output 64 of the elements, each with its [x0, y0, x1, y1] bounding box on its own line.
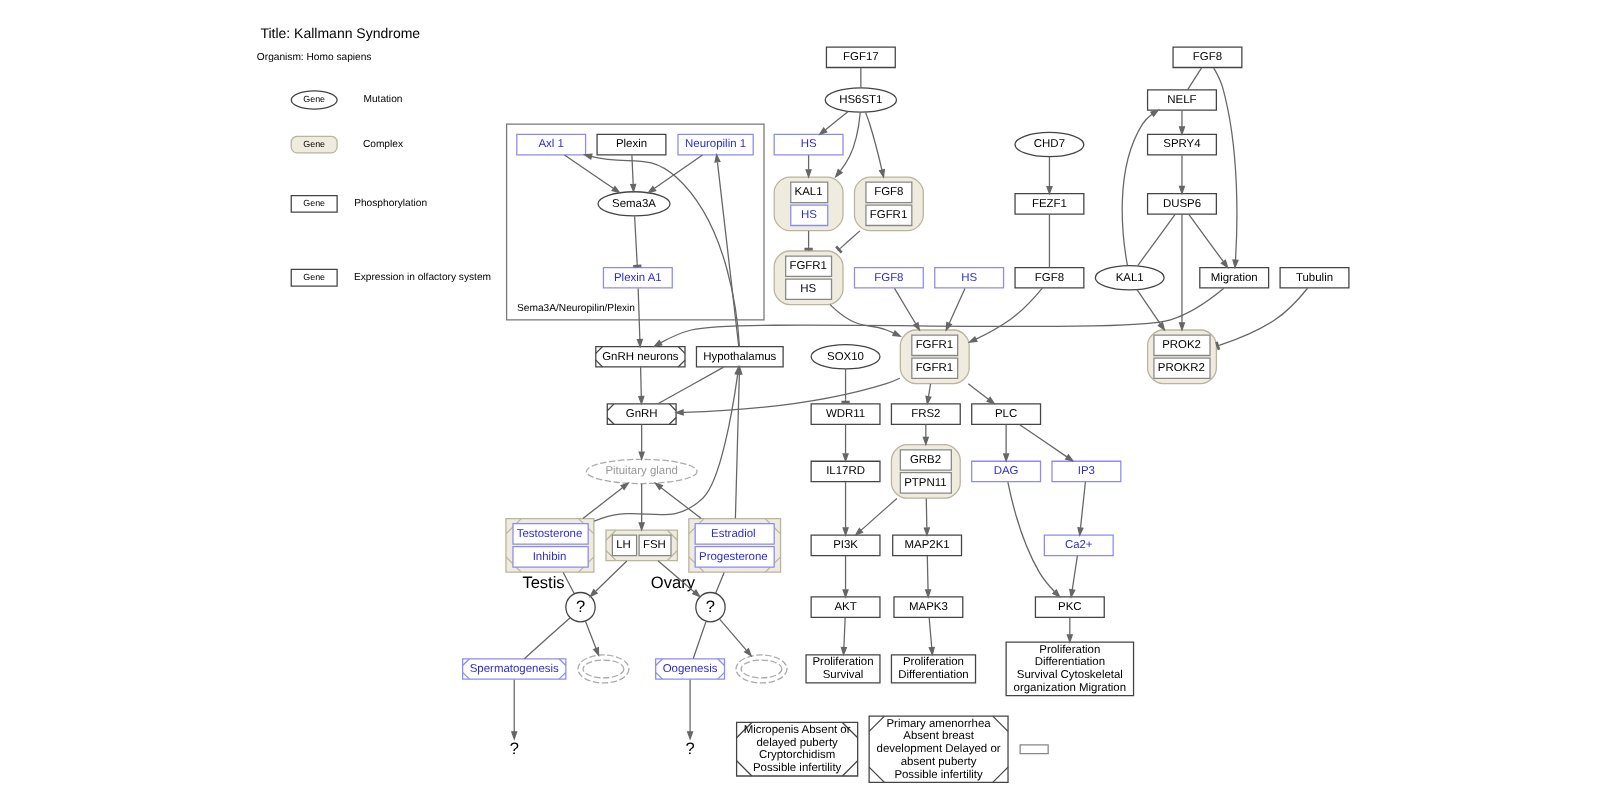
connector: [562, 571, 575, 594]
arrow: [923, 497, 931, 537]
arrow: [1188, 213, 1229, 269]
arrow: [563, 154, 621, 194]
arrow: [925, 383, 932, 406]
arrow: [686, 679, 694, 741]
arrow: [945, 287, 966, 332]
arrow: [638, 483, 646, 532]
arrow: [582, 153, 741, 348]
arrow: [582, 482, 630, 520]
arrow: [854, 497, 898, 537]
connector: [1048, 213, 1051, 268]
arrow: [589, 560, 628, 598]
arrow: [1121, 109, 1160, 267]
arrow: [657, 560, 702, 598]
arrow: [842, 481, 849, 537]
arrow: [818, 110, 849, 136]
arrow: [638, 423, 646, 461]
arrow: [967, 383, 996, 405]
connector: [692, 620, 707, 660]
arrow: [1007, 481, 1061, 599]
connector: [523, 617, 571, 660]
arrow: [1136, 289, 1166, 332]
connector: [841, 368, 850, 405]
node-ellipse: [577, 654, 630, 684]
arrow: [646, 154, 704, 194]
arrow: [864, 111, 886, 179]
arrow: [652, 287, 1225, 348]
arrow: [1018, 423, 1075, 463]
connector: [1137, 213, 1176, 267]
arrow: [637, 366, 645, 406]
arrow: [1213, 67, 1239, 270]
connector: [1187, 67, 1203, 91]
connector: [657, 366, 725, 405]
node-box: [1019, 744, 1049, 755]
node-ellipse: [735, 654, 788, 684]
arrow: [1002, 423, 1010, 463]
arrow: [629, 154, 637, 194]
arrow: [653, 482, 702, 520]
arrow: [714, 152, 740, 347]
arrow: [842, 423, 849, 463]
arrow: [510, 679, 518, 741]
arrow: [967, 287, 1043, 343]
connector: [715, 571, 725, 594]
arrow: [1178, 213, 1186, 332]
arrow: [840, 617, 848, 657]
arrow: [636, 287, 644, 349]
arrow: [1178, 154, 1186, 196]
arrow: [1069, 555, 1078, 599]
arrow: [834, 111, 861, 179]
arrow: [719, 618, 753, 658]
connector: [835, 230, 861, 254]
arrow: [842, 555, 849, 599]
arrow: [1077, 481, 1087, 537]
arrow: [584, 620, 600, 657]
arrow: [893, 287, 921, 332]
arrow: [829, 304, 902, 337]
arrow: [1046, 156, 1053, 196]
arrow: [1178, 109, 1186, 136]
arrow: [674, 377, 901, 416]
connector: [860, 67, 862, 89]
arrow: [924, 555, 932, 599]
arrow: [928, 617, 936, 657]
connector: [1215, 287, 1309, 351]
